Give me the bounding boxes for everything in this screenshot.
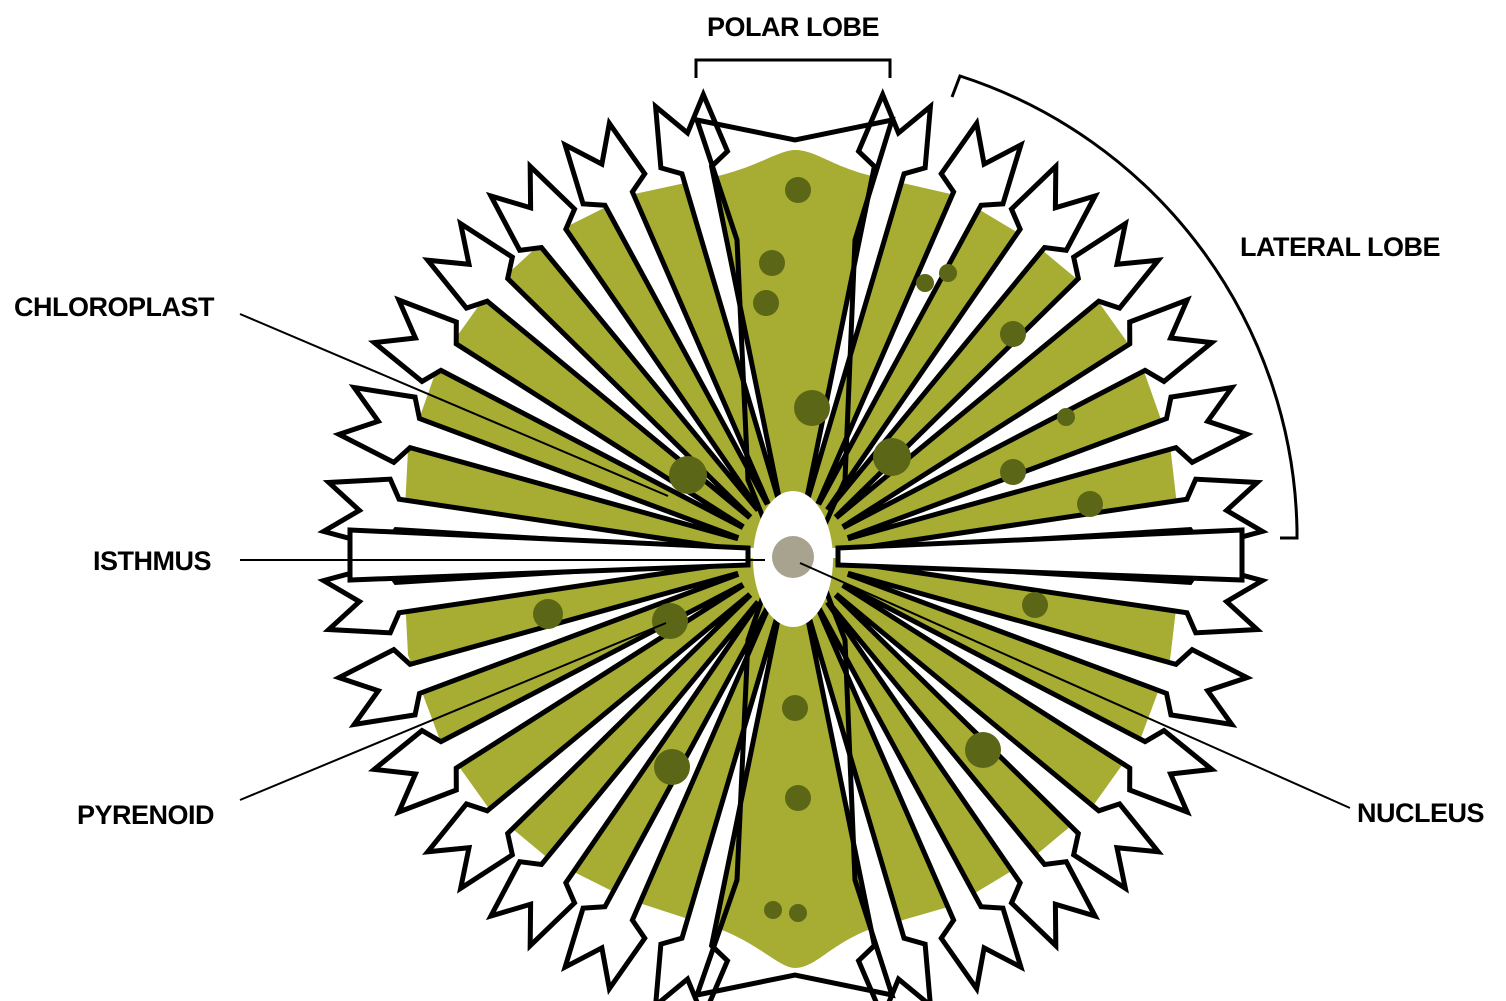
pyrenoid-dot <box>1000 321 1026 347</box>
pyrenoid-dot <box>939 264 957 282</box>
pyrenoid-dot <box>794 390 830 426</box>
pyrenoid-dot <box>654 749 690 785</box>
pyrenoid-dot <box>1022 592 1048 618</box>
polar-lobe-label: POLAR LOBE <box>707 12 879 42</box>
pyrenoid-dot <box>753 290 779 316</box>
pyrenoid-dot <box>669 456 707 494</box>
nucleus-label: NUCLEUS <box>1357 798 1484 828</box>
pyrenoid-dot <box>533 599 563 629</box>
pyrenoid-dot <box>873 438 911 476</box>
pyrenoid-dot <box>1000 459 1026 485</box>
pyrenoid-dot <box>759 250 785 276</box>
pyrenoid-dot <box>782 695 808 721</box>
pyrenoid-dot <box>916 274 934 292</box>
pyrenoid-dot <box>652 603 688 639</box>
pyrenoid-dot <box>965 732 1001 768</box>
pyrenoid-dot <box>789 904 807 922</box>
polar-lobe-bracket <box>696 60 890 78</box>
pyrenoid-dot <box>1077 491 1103 517</box>
pyrenoid-dot <box>764 901 782 919</box>
pyrenoid-dot <box>785 177 811 203</box>
pyrenoid-dot <box>785 785 811 811</box>
pyrenoid-dot <box>1057 408 1075 426</box>
lateral-lobe-label: LATERAL LOBE <box>1240 232 1440 262</box>
isthmus-label: ISTHMUS <box>93 546 211 576</box>
nucleus <box>772 536 814 578</box>
pyrenoid-label: PYRENOID <box>77 800 214 830</box>
chloroplast-label: CHLOROPLAST <box>14 292 215 322</box>
